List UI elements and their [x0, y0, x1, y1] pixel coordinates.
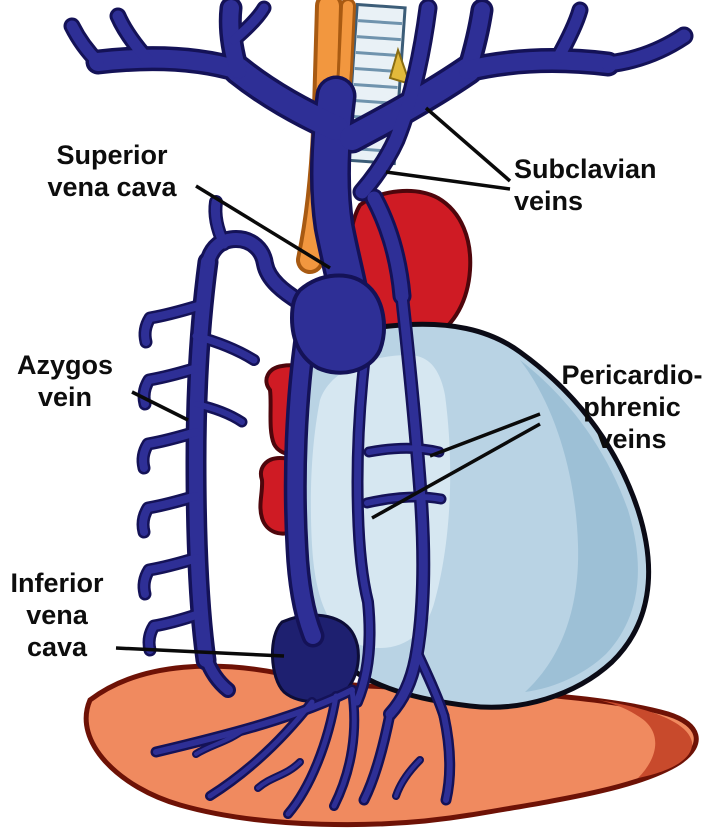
label-subclavian-veins: Subclavian veins — [514, 154, 657, 216]
label-pericardiophrenic-veins: Pericardio- phrenic veins — [561, 360, 703, 454]
leader-lines — [115, 106, 541, 658]
leader-pericardiophrenic-lower — [371, 422, 541, 520]
leader-subclavian-vein-left — [385, 170, 511, 191]
label-inferior-vena-cava: Inferior vena cava — [10, 568, 104, 662]
leader-pericardiophrenic-upper — [429, 412, 541, 458]
leader-azygos-vein — [131, 390, 189, 422]
leader-subclavian-vein-right — [424, 106, 512, 183]
label-azygos-vein: Azygos vein — [16, 350, 114, 412]
label-superior-vena-cava: Superior vena cava — [47, 140, 177, 202]
leader-inferior-vena-cava — [115, 646, 285, 658]
leader-superior-vena-cava — [195, 184, 331, 270]
thoracic-duct-shape — [388, 46, 412, 86]
svc-junction-shape — [289, 273, 386, 375]
